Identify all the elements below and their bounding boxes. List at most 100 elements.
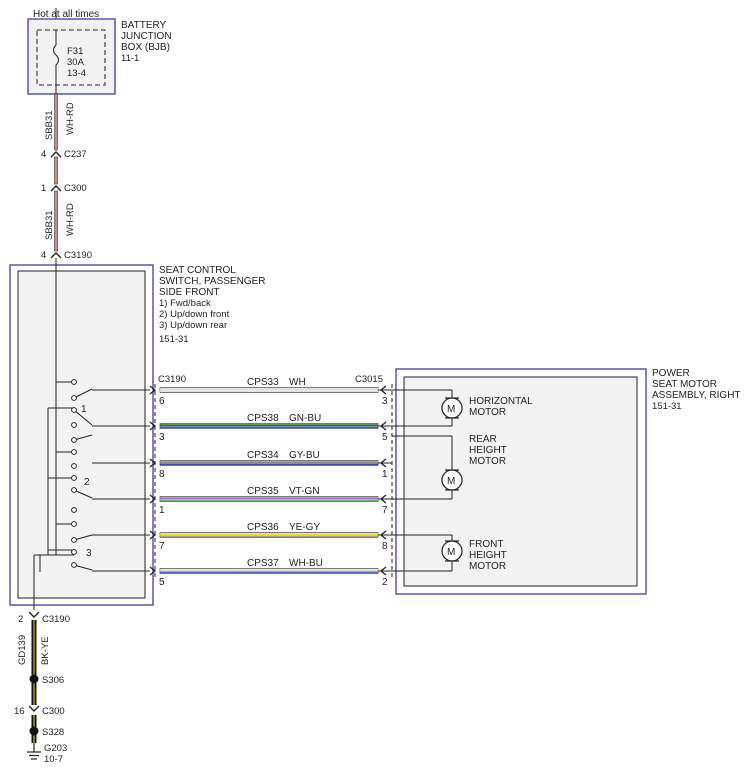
fuse-location: 13-4 <box>67 68 86 79</box>
wire-circuit-label: CPS33 <box>247 377 279 388</box>
c237-pin: 4 <box>41 149 46 160</box>
wire-left-pin: 1 <box>159 505 165 516</box>
hot-at-all-times-label: Hot at all times <box>33 9 99 20</box>
wire-color-label: GN-BU <box>289 413 321 424</box>
bjb-title-line-1: BATTERY <box>121 20 167 31</box>
switch-number-3: 3 <box>86 548 92 559</box>
wire-right-pin: 2 <box>382 577 388 588</box>
bjb-fuse-area <box>36 29 106 86</box>
motor-title-line-3: ASSEMBLY, RIGHT <box>652 390 741 401</box>
switch-number-2: 2 <box>84 477 90 488</box>
switch-internal-wiring <box>33 258 93 610</box>
wire-cps34 <box>92 458 392 468</box>
motor-page-ref: 151-31 <box>652 401 682 412</box>
wire-color-label: WH <box>289 377 306 388</box>
connector-c300 <box>50 185 62 192</box>
front-motor-symbol: M <box>447 547 455 558</box>
front-motor-label-3: MOTOR <box>469 561 506 572</box>
rear-motor-label-3: MOTOR <box>469 456 506 467</box>
wire-color-label: YE-GY <box>289 522 320 533</box>
switch-page-ref: 151-31 <box>159 334 189 345</box>
wire-cps33 <box>92 385 392 395</box>
wire-cps37 <box>92 566 392 576</box>
connector-c237 <box>50 151 62 158</box>
connector-c3190-bottom <box>28 611 40 618</box>
switch-function-1: 1) Fwd/back <box>159 298 211 309</box>
ground-circuit-label: GD139 <box>17 635 28 665</box>
wire-left-pin: 5 <box>159 577 165 588</box>
rear-motor-label-1: REAR <box>469 434 497 445</box>
switch-title-line-2: SWITCH, PASSENGER <box>159 276 266 287</box>
ground-symbol <box>27 743 41 760</box>
wire-right-pin: 5 <box>382 432 388 443</box>
wire-right-pin: 3 <box>382 396 388 407</box>
horizontal-motor-symbol: M <box>447 404 455 415</box>
wire-color-label: GY-BU <box>289 450 320 461</box>
fuse-symbol <box>53 30 59 94</box>
motor-title-line-2: SEAT MOTOR <box>652 379 717 390</box>
supply-color-label-2: WH-RD <box>65 203 76 236</box>
wire-right-pin: 7 <box>382 505 388 516</box>
switch-function-2: 2) Up/down front <box>159 309 230 320</box>
rear-motor-symbol: M <box>447 476 455 487</box>
c237-name: C237 <box>64 149 87 160</box>
ground-page-ref: 10-7 <box>44 754 63 765</box>
rear-height-motor: M <box>441 469 463 491</box>
switch-contacts <box>71 379 77 568</box>
splice-s306 <box>29 674 39 684</box>
wire-cps38 <box>92 421 392 431</box>
ground-top-pin: 2 <box>18 614 23 625</box>
bjb-title-line-2: JUNCTION <box>121 31 172 42</box>
ground-top-connector: C3190 <box>42 614 70 625</box>
ground-color-label: BK-YE <box>40 636 51 665</box>
wire-right-pin: 8 <box>382 541 388 552</box>
c300-name: C300 <box>64 183 87 194</box>
switch-title-line-1: SEAT CONTROL <box>159 265 236 276</box>
switch-number-1: 1 <box>81 404 87 415</box>
wire-left-pin: 7 <box>159 541 165 552</box>
battery-junction-box <box>27 18 116 95</box>
c3190-name: C3190 <box>64 250 92 261</box>
fuse-label: F31 <box>67 46 83 57</box>
wire-circuit-label: CPS38 <box>247 413 279 424</box>
ground-wire <box>31 620 37 743</box>
supply-circuit-label: SBB31 <box>44 110 55 140</box>
front-height-motor: M <box>441 540 463 562</box>
wire-right-pin: 1 <box>382 469 388 480</box>
front-motor-label-1: FRONT <box>469 539 503 550</box>
motor-internal-wiring <box>392 389 453 572</box>
c300-ground-name: C300 <box>42 706 65 717</box>
bjb-page-ref: 11-1 <box>121 53 139 64</box>
splice-s328-label: S328 <box>42 727 64 738</box>
motor-title-line-1: POWER <box>652 368 690 379</box>
power-seat-motor-body <box>403 376 638 587</box>
seat-control-switch-body <box>17 270 146 599</box>
splice-s306-label: S306 <box>42 675 64 686</box>
c3190-side-label: C3190 <box>158 374 186 385</box>
horizontal-motor-label-2: MOTOR <box>469 407 506 418</box>
supply-wire <box>54 93 58 252</box>
wire-cps35 <box>92 494 392 504</box>
rear-motor-label-2: HEIGHT <box>469 445 507 456</box>
fuse-rating: 30A <box>67 57 85 68</box>
wire-color-label: WH-BU <box>289 558 323 569</box>
wire-circuit-label: CPS36 <box>247 522 279 533</box>
wire-left-pin: 8 <box>159 469 165 480</box>
bjb-title-line-3: BOX (BJB) <box>121 42 170 53</box>
wire-circuit-label: CPS35 <box>247 486 279 497</box>
wire-circuit-label: CPS34 <box>247 450 279 461</box>
connector-c3190-top <box>50 252 62 259</box>
c3190-pin: 4 <box>41 250 46 261</box>
wire-left-pin: 6 <box>159 396 165 407</box>
front-motor-label-2: HEIGHT <box>469 550 507 561</box>
wire-cps36 <box>92 530 392 540</box>
ground-g203-label: G203 <box>44 743 67 754</box>
c300-pin: 1 <box>41 183 46 194</box>
horizontal-motor-label-1: HORIZONTAL <box>469 396 533 407</box>
supply-color-label: WH-RD <box>65 102 76 135</box>
wire-left-pin: 3 <box>159 432 165 443</box>
horizontal-motor: M <box>441 397 463 419</box>
c3015-side-label: C3015 <box>355 374 383 385</box>
